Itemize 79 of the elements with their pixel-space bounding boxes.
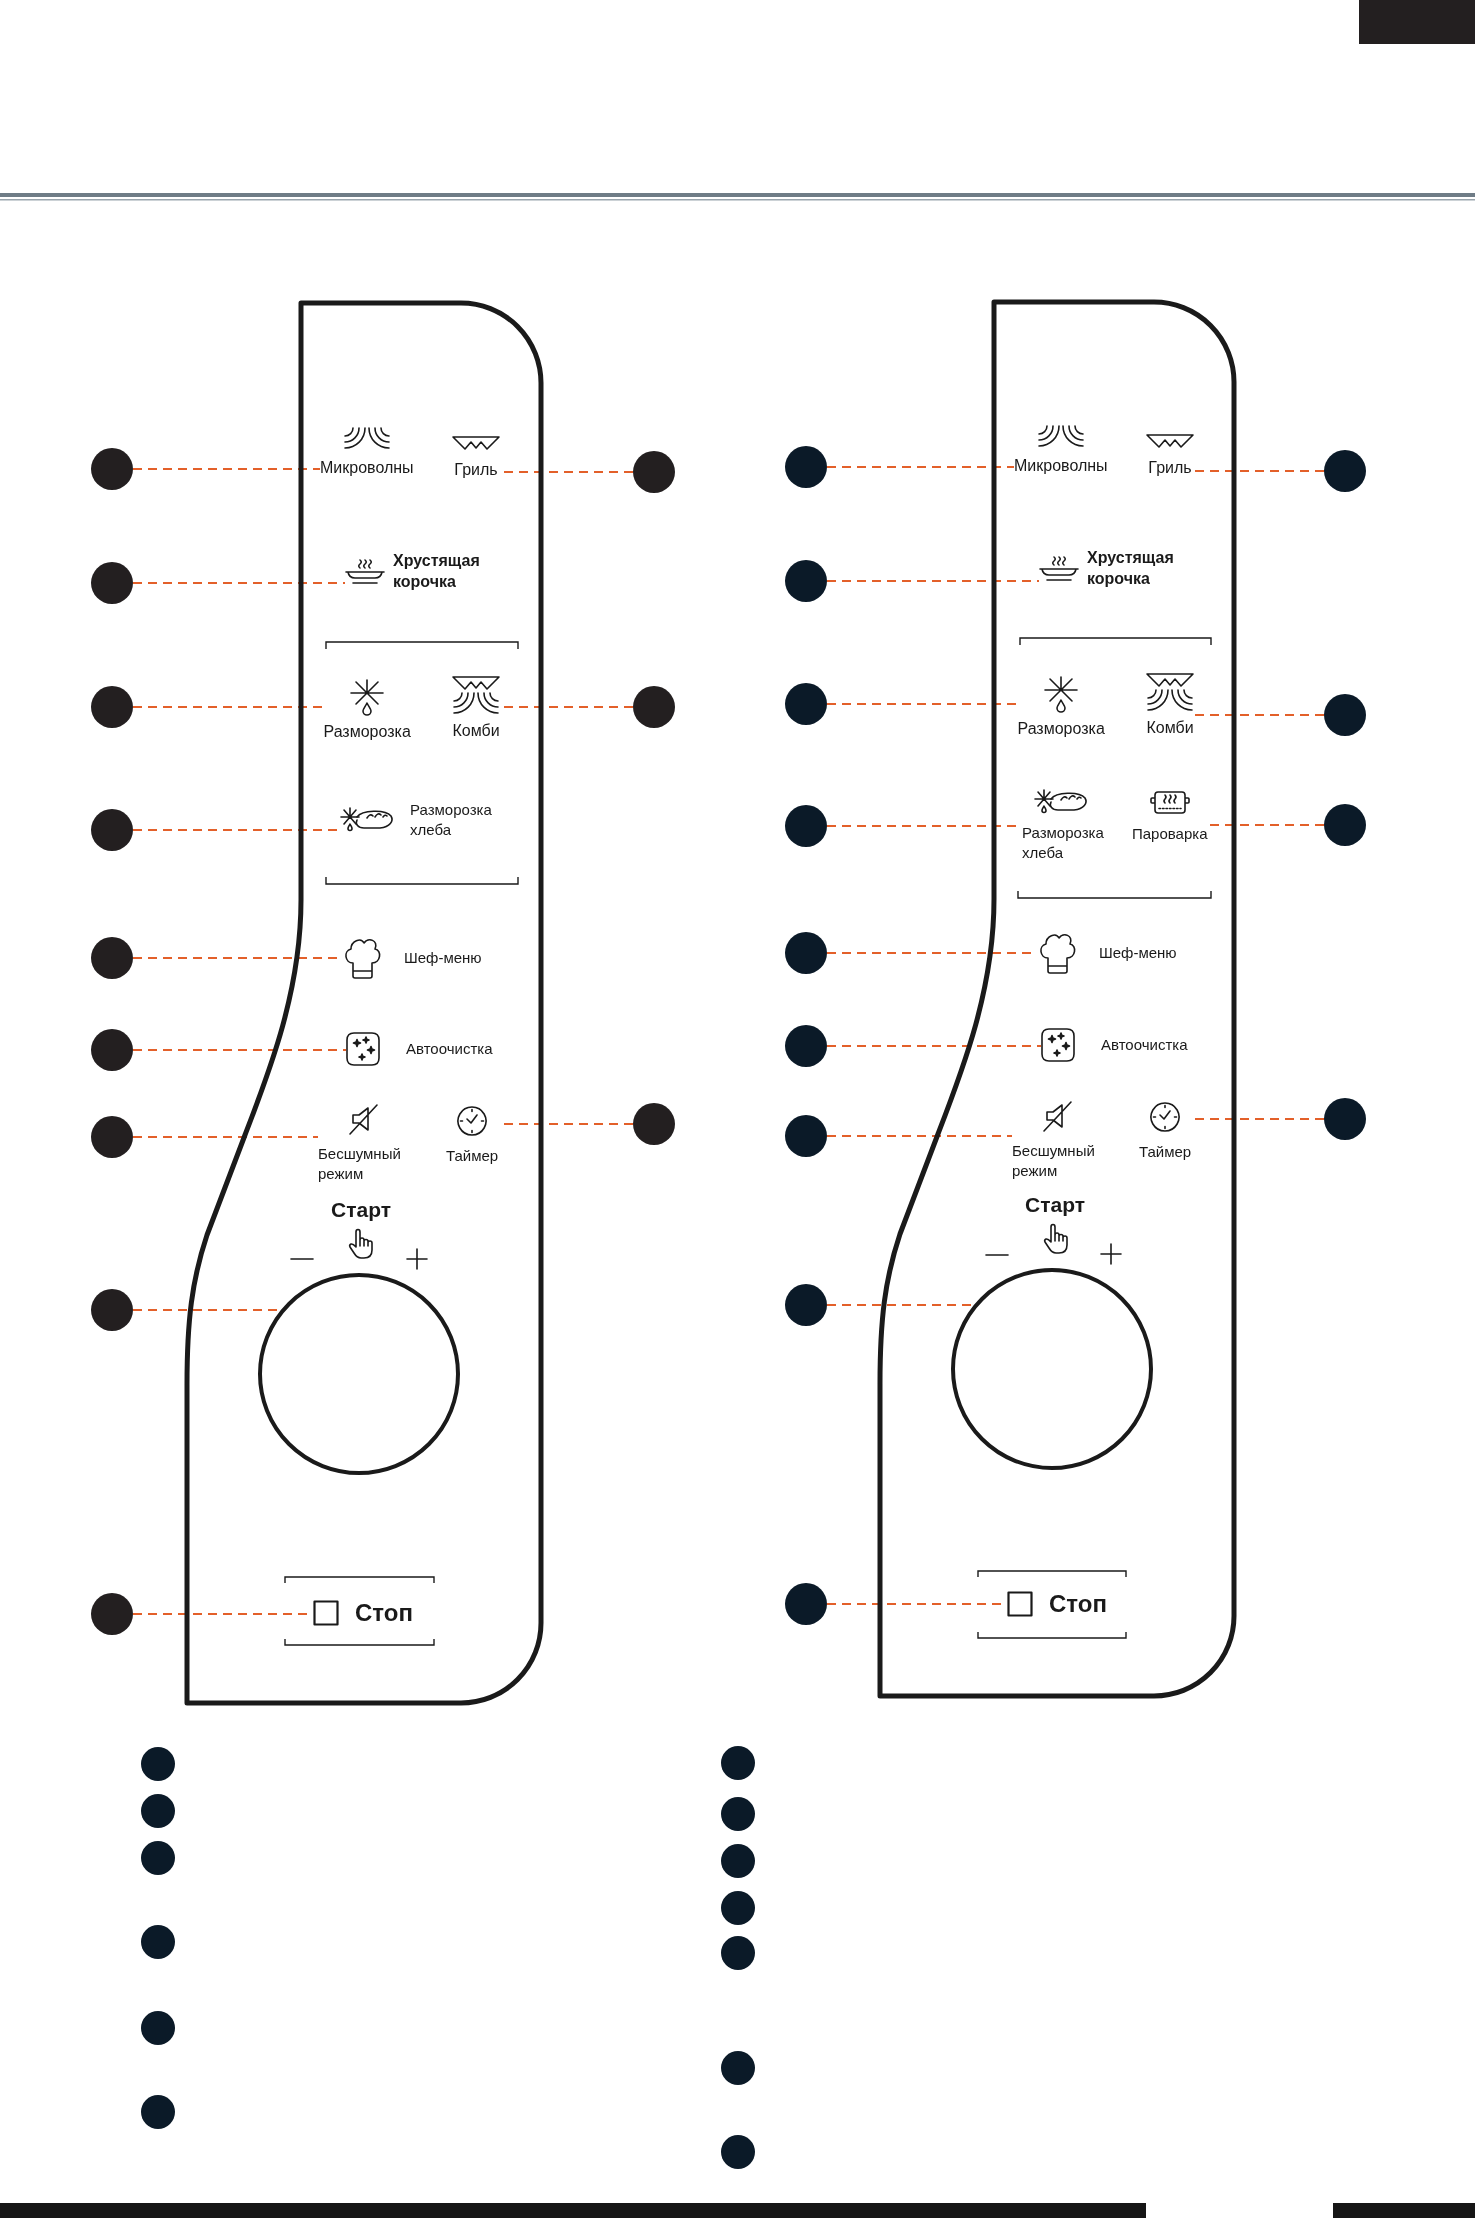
callout-dot — [785, 805, 827, 847]
function-label: Автоочистка — [1101, 1035, 1188, 1055]
control-dial — [258, 1273, 460, 1475]
function-label: Шеф-меню — [1099, 943, 1177, 963]
function-label: Пароварка — [1132, 824, 1208, 844]
function-label: Комби — [452, 721, 500, 741]
function-label: Комби — [1146, 718, 1194, 738]
callout-dot — [1324, 694, 1366, 736]
bullet-dot — [721, 1844, 755, 1878]
leader-line — [132, 582, 346, 584]
control-panel — [877, 299, 1237, 1699]
leader-line — [826, 466, 1015, 468]
bullet-dot — [721, 1891, 755, 1925]
callout-dot — [91, 448, 133, 490]
bullet-dot — [721, 2135, 755, 2169]
callout-dot — [91, 686, 133, 728]
bullet-dot — [141, 1841, 175, 1875]
callout-dot — [785, 1115, 827, 1157]
bullet-dot — [141, 1925, 175, 1959]
function-label: Гриль — [454, 460, 498, 480]
start-label: Старт — [1025, 1193, 1085, 1218]
callout-dot — [91, 1116, 133, 1158]
function-label: Таймер — [1139, 1142, 1192, 1162]
bullet-dot — [721, 1746, 755, 1780]
function-label: Шеф-меню — [404, 948, 482, 968]
callout-dot — [1324, 804, 1366, 846]
stop-label: Стоп — [355, 1598, 413, 1628]
function-label: Гриль — [1148, 458, 1192, 478]
bullet-dot — [721, 1797, 755, 1831]
callout-dot — [91, 1593, 133, 1635]
function-label: Хрустящая корочка — [393, 551, 480, 592]
function-label: Микроволны — [1014, 456, 1108, 476]
callout-dot — [1324, 1098, 1366, 1140]
callout-dot — [633, 686, 675, 728]
bullet-dot — [141, 1794, 175, 1828]
callout-dot — [91, 1029, 133, 1071]
function-label: Таймер — [446, 1146, 499, 1166]
function-label: Разморозка хлеба — [410, 800, 492, 839]
leader-line — [826, 1045, 1042, 1047]
function-label: Разморозка — [323, 722, 411, 742]
callout-dot — [785, 1284, 827, 1326]
function-label: Бесшумный режим — [1012, 1141, 1095, 1180]
start-label: Старт — [331, 1198, 391, 1223]
callout-dot — [91, 937, 133, 979]
bullet-dot — [141, 1747, 175, 1781]
function-label: Бесшумный режим — [318, 1144, 401, 1183]
control-panel — [184, 300, 544, 1706]
leader-line — [132, 706, 325, 708]
callout-dot — [633, 451, 675, 493]
control-dial — [951, 1268, 1153, 1470]
function-label: Разморозка — [1017, 719, 1105, 739]
callout-dot — [1324, 450, 1366, 492]
function-label: Хрустящая корочка — [1087, 548, 1174, 589]
callout-dot — [785, 446, 827, 488]
bullet-dot — [721, 2051, 755, 2085]
leader-line — [132, 1049, 347, 1051]
callout-dot — [785, 683, 827, 725]
callout-dot — [785, 1025, 827, 1067]
function-label: Разморозка хлеба — [1022, 823, 1104, 862]
callout-dot — [785, 932, 827, 974]
function-label: Автоочистка — [406, 1039, 493, 1059]
callout-dot — [91, 1289, 133, 1331]
leader-line — [132, 1136, 319, 1138]
bullet-dot — [141, 2095, 175, 2129]
leader-line — [826, 703, 1019, 705]
callout-dot — [633, 1103, 675, 1145]
leader-line — [826, 1135, 1013, 1137]
function-label: Микроволны — [320, 458, 414, 478]
callout-dot — [785, 1583, 827, 1625]
leader-line — [132, 468, 321, 470]
bullet-dot — [721, 1936, 755, 1970]
callout-dot — [91, 809, 133, 851]
leader-line — [1193, 470, 1325, 472]
stop-label: Стоп — [1049, 1589, 1107, 1619]
callout-dot — [785, 560, 827, 602]
leader-line — [826, 580, 1040, 582]
leader-line — [1194, 714, 1325, 716]
callout-dot — [91, 562, 133, 604]
bullet-dot — [141, 2011, 175, 2045]
